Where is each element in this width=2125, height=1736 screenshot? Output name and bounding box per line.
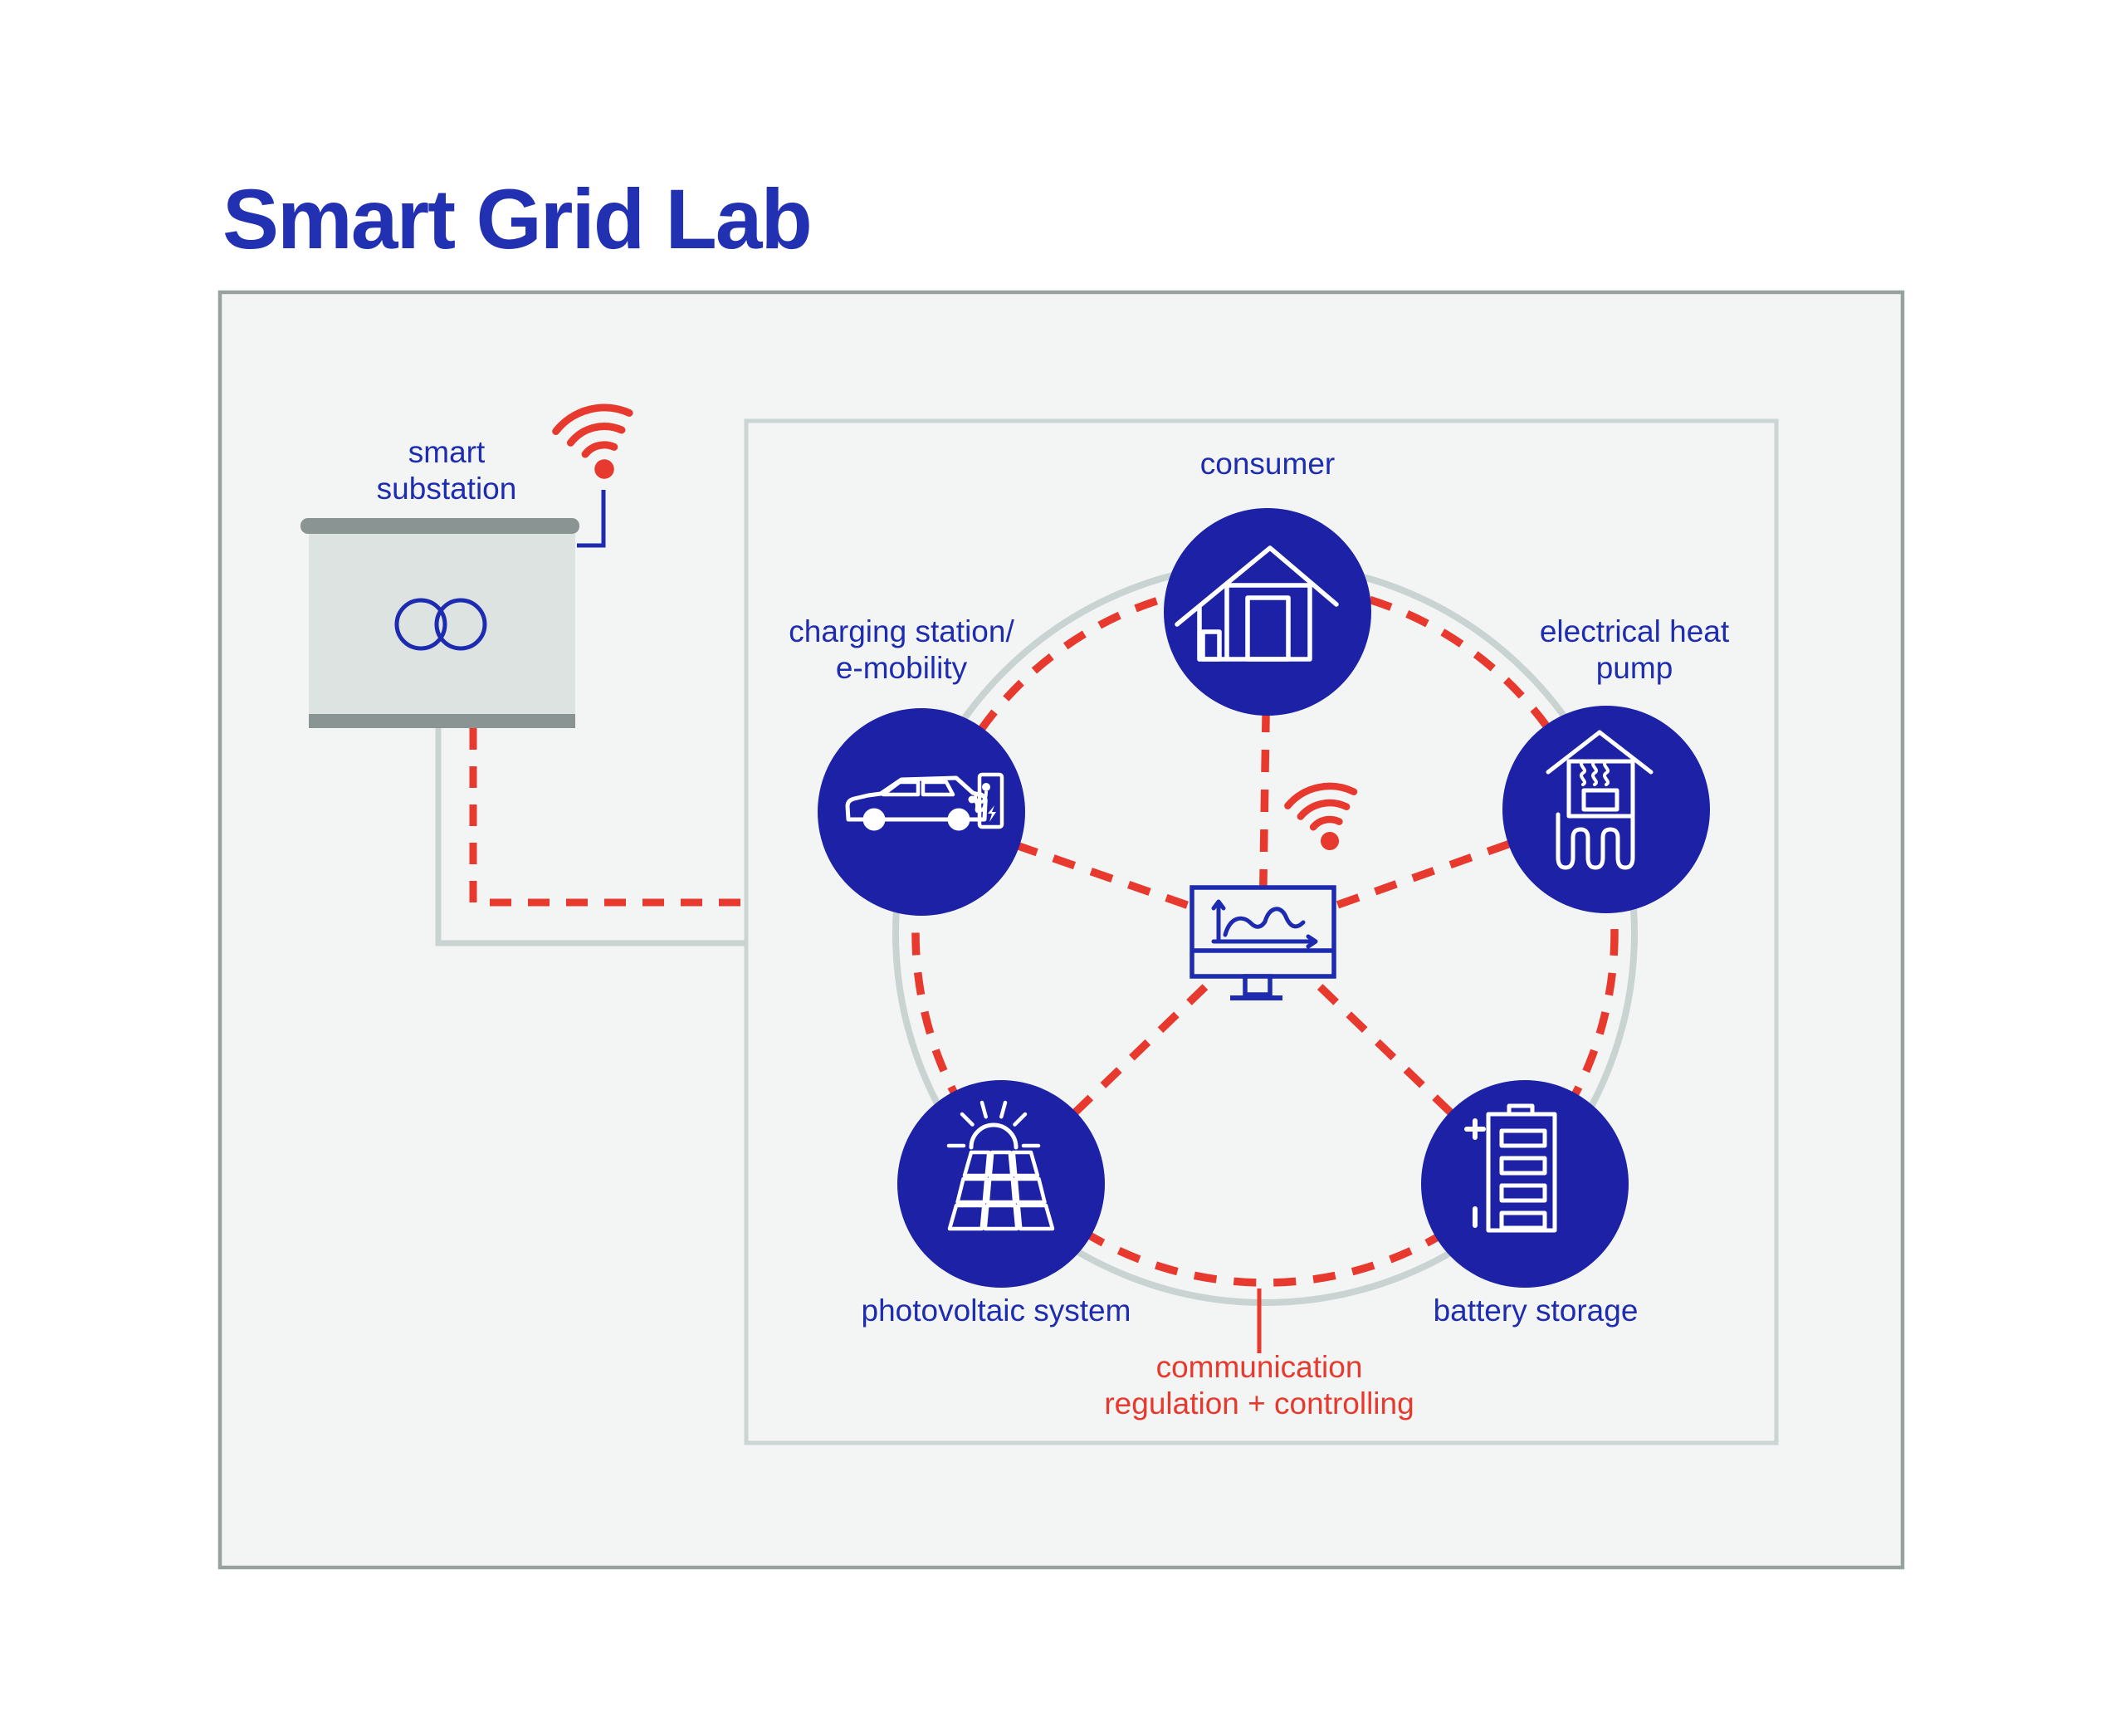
consumer-circle xyxy=(1164,508,1371,716)
photovoltaic-node xyxy=(897,1080,1105,1288)
charging-station-circle xyxy=(818,708,1025,916)
wifi-connector-line xyxy=(577,490,606,548)
substation-top-bar xyxy=(300,518,579,534)
wifi-icon xyxy=(552,403,633,479)
photovoltaic-label: photovoltaic system xyxy=(861,1293,1131,1328)
charging-station-label: charging station/ e-mobility xyxy=(789,614,1014,685)
substation-label: smart substation xyxy=(376,435,517,506)
battery-icon xyxy=(1464,1103,1557,1233)
monitor-chart-icon xyxy=(1190,885,1336,1000)
transformer-icon xyxy=(394,598,487,651)
control-hub xyxy=(1190,782,1358,1000)
substation-bottom-bar xyxy=(309,714,575,728)
communication-cable-dashed xyxy=(469,728,745,907)
wifi-icon xyxy=(1284,782,1358,850)
smart-substation xyxy=(300,403,633,728)
communication-legend: communication regulation + controlling xyxy=(1104,1350,1414,1421)
solar-panel-icon xyxy=(946,1100,1055,1231)
page-title: Smart Grid Lab xyxy=(222,172,813,267)
consumer-label: consumer xyxy=(1199,447,1336,481)
heat-pump-label: electrical heat pump xyxy=(1539,614,1730,685)
heat-pump-icon xyxy=(1546,730,1654,870)
ev-charging-icon xyxy=(845,772,1004,831)
house-icon xyxy=(1175,545,1339,662)
power-cable-line xyxy=(435,728,746,946)
photovoltaic-circle xyxy=(897,1080,1105,1288)
substation-body xyxy=(309,534,575,716)
battery-label: battery storage xyxy=(1433,1293,1639,1328)
charging-station-node xyxy=(818,708,1025,916)
heat-pump-node xyxy=(1502,706,1710,913)
battery-node xyxy=(1421,1080,1629,1288)
consumer-node xyxy=(1164,508,1371,716)
